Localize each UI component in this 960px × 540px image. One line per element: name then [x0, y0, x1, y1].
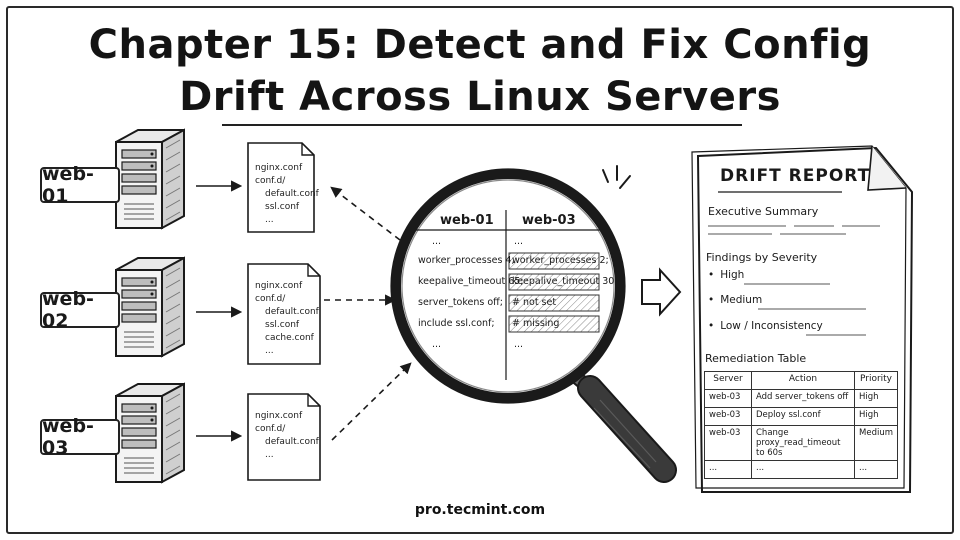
config-file-entry: nginx.conf [255, 411, 303, 421]
server-label-web-03: web-03 [40, 415, 120, 459]
bullet-icon: • [708, 294, 715, 306]
compare-right-cell: ... [514, 339, 524, 350]
diff-highlights [508, 252, 600, 333]
magnifier-lens [390, 168, 626, 404]
compare-left-cell: server_tokens off; [418, 297, 503, 308]
compare-left-cell: include ssl.conf; [418, 318, 495, 329]
server-web-01-icon [115, 129, 185, 229]
config-file-entry: ssl.conf [265, 320, 300, 330]
config-file-list-web-03: nginx.conf conf.d/default.conf... [255, 410, 319, 462]
server-label-web-01: web-01 [40, 163, 120, 207]
diff-highlight-cell [508, 315, 600, 333]
remediation-cell: High [854, 407, 898, 426]
config-file-entry: ... [265, 346, 274, 356]
arrow-to-report-icon [641, 267, 682, 317]
config-file-entry: ssl.conf [265, 202, 300, 212]
remediation-cell: web-03 [704, 425, 752, 461]
server-web-03-icon [115, 383, 185, 483]
compare-right-cell: ... [514, 236, 524, 247]
remediation-cell: ... [704, 460, 752, 479]
config-doc-web-03 [247, 393, 321, 481]
compare-right-cell: worker_processes 2; [512, 255, 609, 266]
config-file-entry: default.conf [265, 437, 319, 447]
remediation-header-action: Action [751, 371, 855, 390]
remediation-cell: Deploy ssl.conf [751, 407, 855, 426]
table-row: ......... [704, 460, 898, 479]
config-file-list-web-02: nginx.conf conf.d/default.conf ssl.conf cac… [255, 280, 319, 358]
remediation-cell: ... [751, 460, 855, 479]
magnifier-handle [563, 365, 677, 483]
title-line-1: Chapter 15: Detect and Fix Config [88, 22, 872, 68]
diff-highlight-cell [508, 252, 600, 270]
report-finding-item: • Medium [708, 294, 762, 306]
page-frame [6, 6, 954, 534]
config-file-entry: nginx.conf [255, 281, 303, 291]
report-title: DRIFT REPORT [720, 166, 871, 186]
config-file-entry: ... [265, 450, 274, 460]
report-findings-title: Findings by Severity [706, 251, 818, 264]
compare-header-right: web-03 [522, 213, 576, 228]
report-remediation-title: Remediation Table [705, 352, 807, 365]
config-file-entry: cache.conf [265, 333, 314, 343]
config-file-entry: default.conf [265, 307, 319, 317]
config-file-entry: conf.d/ [255, 424, 286, 434]
config-file-entry: ... [265, 215, 274, 225]
dashed-arrow-web-03-to-lens [331, 362, 412, 441]
compare-left-cell: keepalive_timeout 65; [418, 276, 524, 287]
remediation-cell: web-03 [704, 389, 752, 408]
remediation-header-server: Server [704, 371, 752, 390]
title-line-2: Drift Across Linux Servers [179, 74, 781, 120]
config-file-entry: default.conf [265, 189, 319, 199]
remediation-cell: ... [854, 460, 898, 479]
sparkle-lines [602, 165, 631, 189]
dashed-arrow-lens-to-web-01 [330, 186, 401, 241]
remediation-cell: High [854, 389, 898, 408]
report-executive-summary: Executive Summary [708, 205, 819, 218]
server-label-web-02: web-02 [40, 288, 120, 332]
report-finding-label: Low / Inconsistency [720, 320, 823, 332]
compare-left-cell: ... [432, 339, 442, 350]
compare-header-left: web-01 [440, 213, 494, 228]
config-file-entry: conf.d/ [255, 294, 286, 304]
config-doc-web-01 [247, 142, 315, 233]
diff-highlight-cell [508, 273, 600, 291]
remediation-cell: web-03 [704, 407, 752, 426]
report-finding-label: High [720, 269, 745, 281]
config-file-entry: nginx.conf [255, 163, 303, 173]
compare-right-cell: keepalive_timeout 30; [512, 276, 618, 287]
bullet-icon: • [708, 269, 715, 281]
remediation-cell: Add server_tokens off [751, 389, 855, 408]
compare-right-cell: # missing [512, 318, 560, 329]
remediation-header-priority: Priority [854, 371, 898, 390]
report-finding-label: Medium [720, 294, 763, 306]
server-web-02-icon [115, 257, 185, 357]
remediation-cell: Medium [854, 425, 898, 461]
compare-right-cell: # not set [512, 297, 557, 308]
compare-left-cell: worker_processes 4; [418, 255, 515, 266]
remediation-cell: Change proxy_read_timeout to 60s [751, 425, 855, 461]
title-underline [222, 124, 742, 126]
bullet-icon: • [708, 320, 715, 332]
footer-url: pro.tecmint.com [414, 502, 546, 518]
report-finding-item: • High [708, 269, 744, 281]
compare-left-cell: ... [432, 236, 442, 247]
diff-highlight-cell [508, 294, 600, 312]
config-doc-web-02 [247, 263, 321, 365]
config-file-list-web-01: nginx.conf conf.d/default.conf ssl.conf... [255, 162, 319, 227]
report-finding-item: • Low / Inconsistency [708, 320, 823, 332]
config-file-entry: conf.d/ [255, 176, 286, 186]
